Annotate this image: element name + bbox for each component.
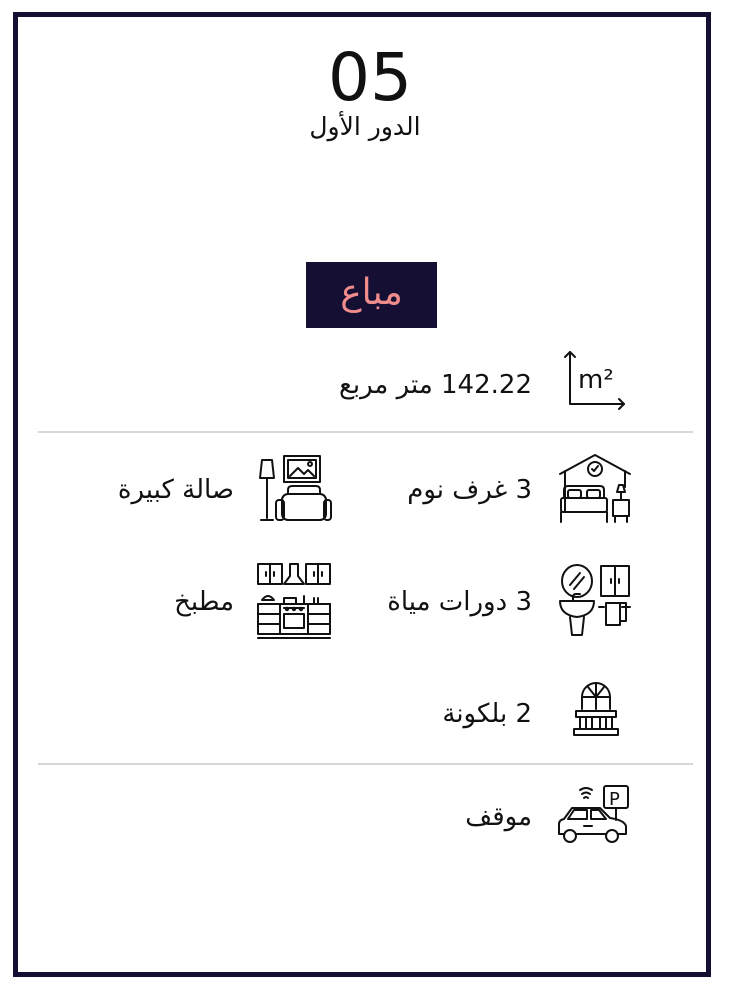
- living-room-icon: [256, 454, 332, 524]
- kitchen-label: مطبخ: [174, 587, 234, 617]
- area-unit-label: m²: [578, 365, 614, 395]
- divider-2: [38, 763, 693, 765]
- living-room-label: صالة كبيرة: [117, 475, 234, 505]
- balcony-icon: [572, 681, 620, 739]
- area-label: 142.22 متر مربع: [339, 370, 532, 400]
- bathrooms-label: 3 دورات مياة: [387, 587, 532, 617]
- area-m2-icon: m²: [560, 348, 626, 414]
- parking-label: موقف: [465, 802, 532, 832]
- bedrooms-label: 3 غرف نوم: [407, 475, 532, 505]
- kitchen-icon: [256, 562, 332, 640]
- parking-car-icon: P: [556, 784, 632, 846]
- balcony-label: 2 بلكونة: [442, 699, 532, 729]
- divider-1: [38, 431, 693, 433]
- bathroom-icon: [556, 563, 632, 639]
- floor-name: الدور الأول: [309, 112, 421, 141]
- unit-card: [13, 12, 711, 977]
- parking-sign-label: P: [609, 789, 620, 810]
- status-badge: مباع: [306, 262, 437, 328]
- unit-number: 05: [328, 39, 412, 116]
- bedroom-icon: [557, 452, 633, 526]
